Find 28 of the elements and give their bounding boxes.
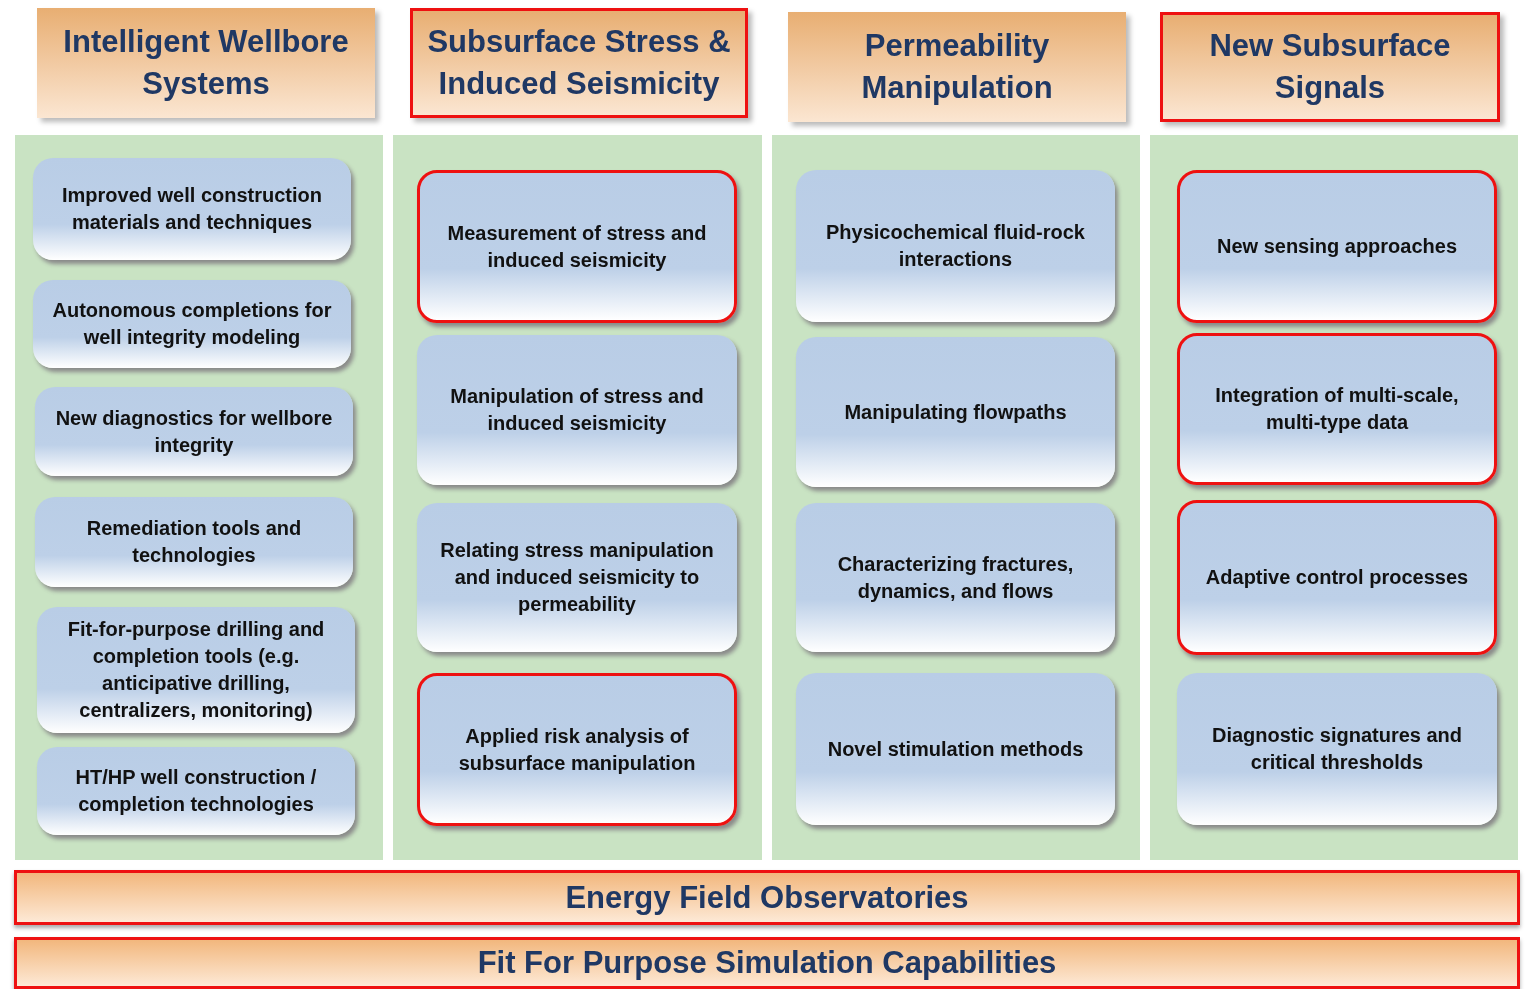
column-header: Permeability Manipulation <box>788 12 1126 122</box>
capability-bar: Energy Field Observatories <box>14 870 1520 925</box>
column-header: Intelligent Wellbore Systems <box>37 8 375 118</box>
topic-box: New sensing approaches <box>1177 170 1497 323</box>
column-panel <box>393 135 762 860</box>
column-panel <box>15 135 383 860</box>
topic-box: Novel stimulation methods <box>796 673 1115 825</box>
topic-box: Diagnostic signatures and critical thresholds <box>1177 673 1497 825</box>
topic-box: Fit-for-purpose drilling and completion tools (e.g. anticipative drilling, centralizers, monitoring) <box>37 607 355 733</box>
topic-box: New diagnostics for wellbore integrity <box>35 387 353 476</box>
column-header: New Subsurface Signals <box>1160 12 1500 122</box>
topic-box: Remediation tools and technologies <box>35 497 353 587</box>
topic-box: Autonomous completions for well integrity modeling <box>33 280 351 368</box>
topic-box: Characterizing fractures, dynamics, and flows <box>796 503 1115 652</box>
topic-box: HT/HP well construction / completion technologies <box>37 747 355 835</box>
topic-box: Integration of multi-scale, multi-type data <box>1177 333 1497 485</box>
topic-box: Physicochemical fluid-rock interactions <box>796 170 1115 322</box>
topic-box: Adaptive control processes <box>1177 500 1497 655</box>
column-panel <box>1150 135 1518 860</box>
topic-box: Improved well construction materials and techniques <box>33 158 351 260</box>
topic-box: Manipulation of stress and induced seismicity <box>417 335 737 485</box>
topic-box: Manipulating flowpaths <box>796 337 1115 487</box>
column-header: Subsurface Stress & Induced Seismicity <box>410 8 748 118</box>
topic-box: Relating stress manipulation and induced seismicity to permeability <box>417 503 737 652</box>
topic-box: Applied risk analysis of subsurface manipulation <box>417 673 737 826</box>
column-panel <box>772 135 1140 860</box>
topic-box: Measurement of stress and induced seismicity <box>417 170 737 323</box>
capability-bar: Fit For Purpose Simulation Capabilities <box>14 937 1520 989</box>
